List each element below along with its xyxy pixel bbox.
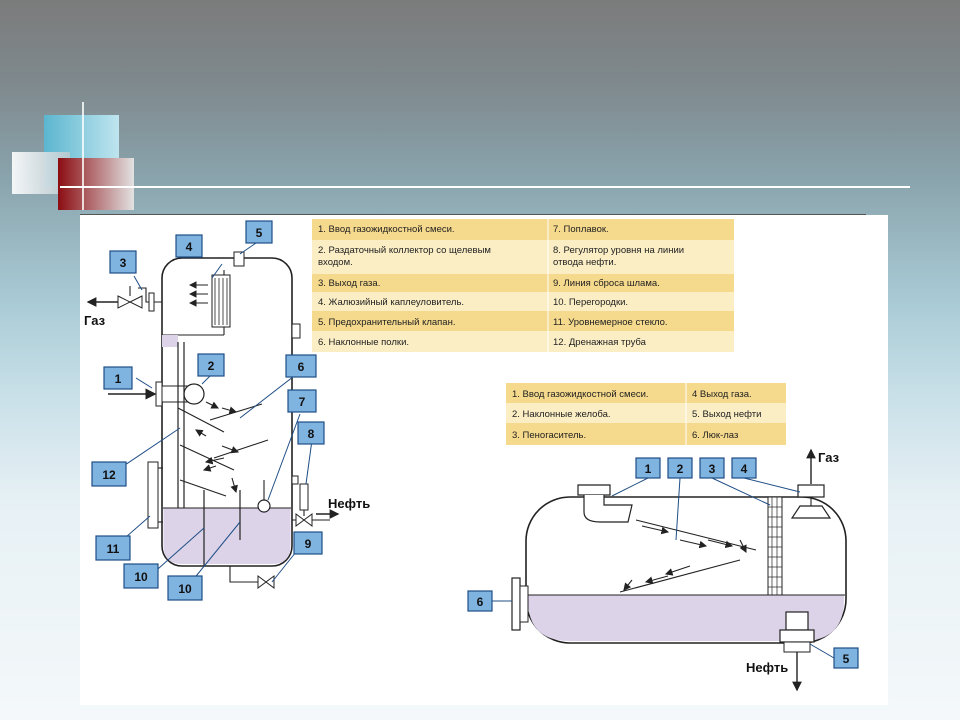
vertical-gas-label: Газ <box>84 313 106 328</box>
svg-text:5: 5 <box>256 226 263 240</box>
vertical-vessel-liquid <box>163 508 291 564</box>
callout-12: 12 <box>91 461 127 487</box>
svg-text:12: 12 <box>102 468 116 482</box>
deco-square-red <box>58 158 134 210</box>
t1-r4-c0: 4. Жалюзийный каплеуловитель. <box>318 297 464 308</box>
t1-r6-c1: 12. Дренажная труба <box>553 337 647 348</box>
horizontal-gas-label: Газ <box>818 450 840 465</box>
t1-r4-c1: 10. Перегородки. <box>553 297 628 308</box>
svg-text:1: 1 <box>645 462 652 476</box>
h-callout-1: 1 <box>635 457 661 479</box>
svg-text:5: 5 <box>843 652 850 666</box>
deco-horizontal-line <box>60 186 910 188</box>
svg-text:3: 3 <box>709 462 716 476</box>
callout-10a: 10 <box>123 563 159 589</box>
panel-top-rule <box>80 214 866 215</box>
legend-table-horizontal: 1. Ввод газожидкостной смеси. 4 Выход га… <box>506 383 786 445</box>
horizontal-separator: Газ Нефть 1 2 3 4 5 6 <box>467 448 859 692</box>
svg-text:10: 10 <box>178 582 192 596</box>
vertical-separator: Газ <box>84 220 370 601</box>
callout-4: 4 <box>175 234 203 258</box>
svg-text:9: 9 <box>305 537 312 551</box>
h-callout-3: 3 <box>699 457 725 479</box>
svg-text:4: 4 <box>741 462 748 476</box>
h-callout-5: 5 <box>833 647 859 669</box>
t1-r3-c0: 3. Выход газа. <box>318 278 380 289</box>
svg-text:6: 6 <box>477 595 484 609</box>
deco-vertical-line <box>82 102 84 210</box>
svg-text:2: 2 <box>208 359 215 373</box>
callout-9: 9 <box>293 531 323 555</box>
horizontal-oil-label: Нефть <box>746 660 788 675</box>
svg-text:8: 8 <box>308 427 315 441</box>
vertical-oil-label: Нефть <box>328 496 370 511</box>
callout-3: 3 <box>109 250 137 274</box>
t1-r2-c1: отвода нефти. <box>553 257 616 268</box>
svg-text:10: 10 <box>134 570 148 584</box>
t1-r1-c0: 2. Раздаточный коллектор со щелевым <box>318 245 491 256</box>
t1-r6-c0: 6. Наклонные полки. <box>318 337 409 348</box>
t1-r5-c1: 11. Уровнемерное стекло. <box>553 317 668 328</box>
t1-r3-c1: 9. Линия сброса шлама. <box>553 278 660 289</box>
h-callout-2: 2 <box>667 457 693 479</box>
svg-text:2: 2 <box>677 462 684 476</box>
t2-r2-c0: 3. Пеногаситель. <box>512 430 586 441</box>
legend-table-vertical: 1. Ввод газожидкостной смеси. 7. Поплаво… <box>312 219 734 352</box>
callout-6: 6 <box>285 354 317 378</box>
t2-r0-c1: 4 Выход газа. <box>692 389 752 400</box>
t1-r5-c0: 5. Предохранительный клапан. <box>318 317 455 328</box>
t1-r0-c0: 1. Ввод газожидкостной смеси. <box>318 224 455 235</box>
callout-5: 5 <box>245 220 273 244</box>
svg-text:6: 6 <box>298 360 305 374</box>
t1-r1-c1: 8. Регулятор уровня на линии <box>553 245 684 256</box>
svg-text:3: 3 <box>120 256 127 270</box>
svg-text:4: 4 <box>186 240 193 254</box>
callout-1: 1 <box>103 366 133 390</box>
callout-8: 8 <box>297 421 325 445</box>
t2-r2-c1: 6. Люк-лаз <box>692 430 738 441</box>
svg-text:1: 1 <box>115 372 122 386</box>
t2-r0-c0: 1. Ввод газожидкостной смеси. <box>512 389 649 400</box>
callout-11: 11 <box>95 535 131 561</box>
callout-10b: 10 <box>167 575 203 601</box>
h-callout-6: 6 <box>467 590 493 612</box>
callout-2: 2 <box>197 353 225 377</box>
h-callout-4: 4 <box>731 457 757 479</box>
t2-r1-c0: 2. Наклонные желоба. <box>512 409 611 420</box>
t2-r1-c1: 5. Выход нефти <box>692 409 761 420</box>
callout-7: 7 <box>287 389 317 413</box>
t1-r0-c1: 7. Поплавок. <box>553 224 609 235</box>
svg-text:7: 7 <box>299 395 306 409</box>
horizontal-vessel-liquid <box>528 595 844 641</box>
svg-text:11: 11 <box>107 542 120 556</box>
t1-r2-c0: входом. <box>318 257 353 268</box>
